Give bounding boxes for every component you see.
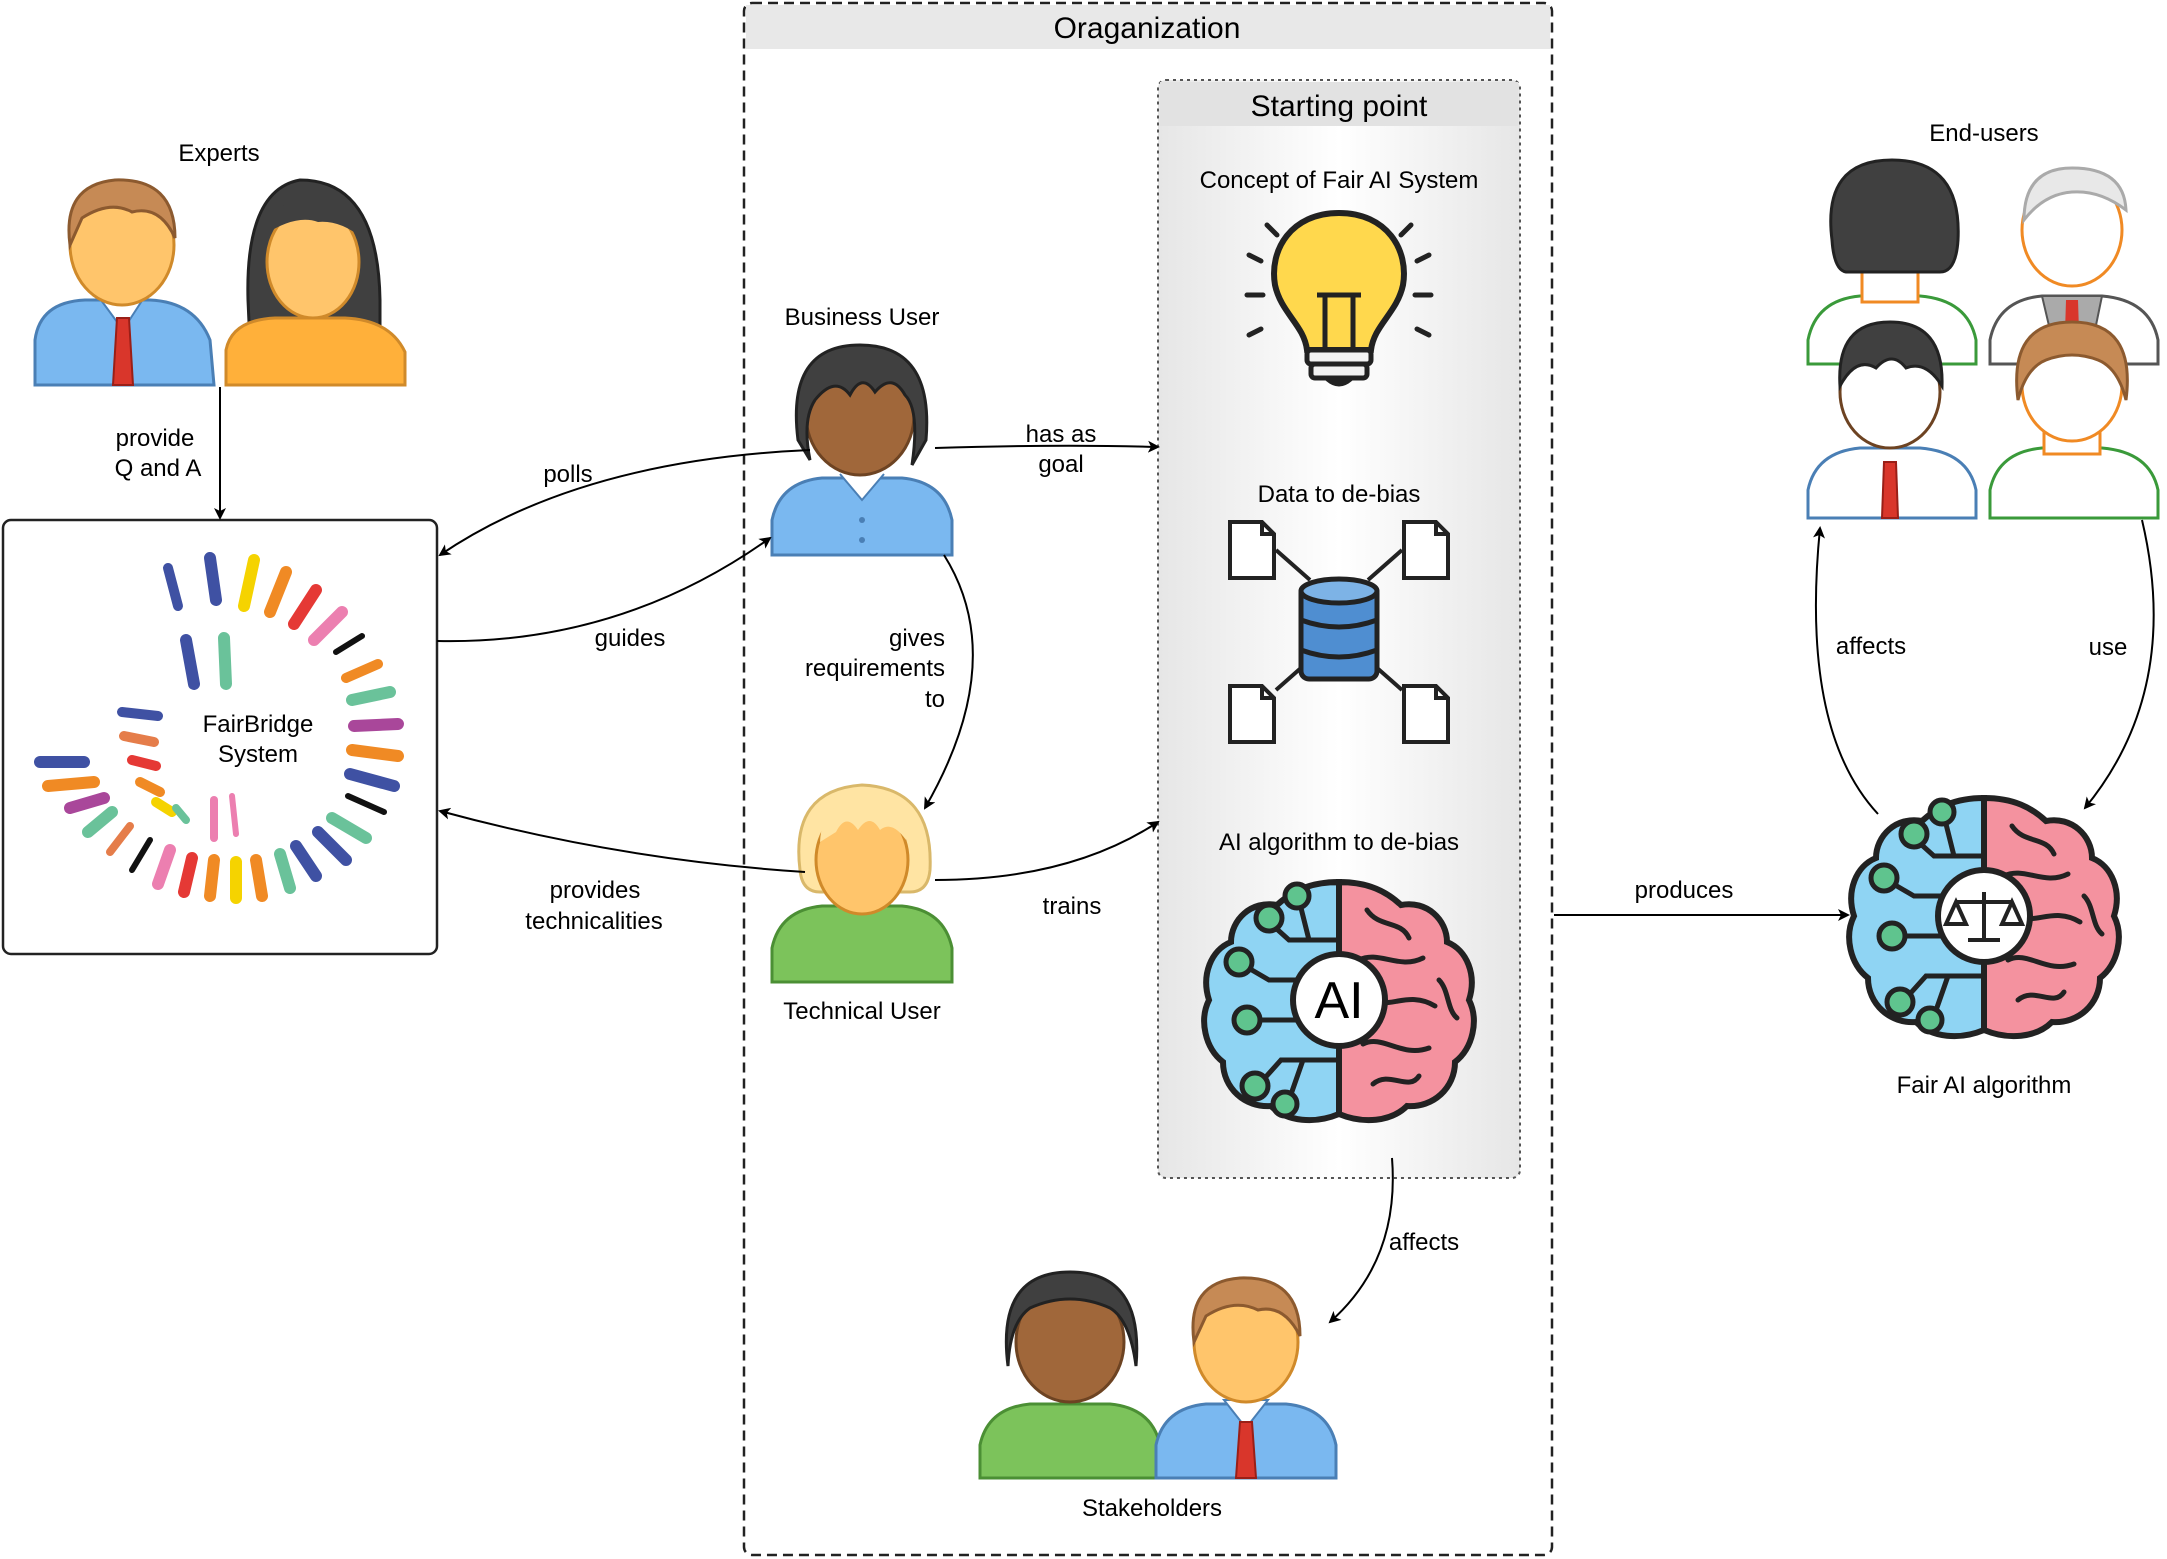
edge-label-provide-2: Q and A	[115, 455, 202, 482]
edge-label-provides-1: provides	[550, 877, 641, 904]
edge-trains	[934, 820, 1160, 881]
edge-label-affects-stakeholders: affects	[1389, 1229, 1459, 1256]
edge-label-req-1: gives	[889, 625, 945, 652]
end-users-label: End-users	[1929, 120, 2038, 147]
fairbridge-label-1: FairBridge	[203, 711, 314, 738]
fairbridge-logo	[34, 552, 404, 904]
edge-affects-endusers	[1813, 526, 1879, 815]
edge-label-trains: trains	[1043, 893, 1102, 920]
database-icon	[1228, 520, 1450, 744]
edge-affects-stakeholders	[1328, 1157, 1394, 1324]
ai-badge: AI	[1314, 972, 1363, 1030]
expert-male-avatar	[33, 178, 216, 387]
edge-polls	[438, 449, 811, 557]
edge-has-as-goal	[934, 440, 1160, 453]
edge-guides	[436, 536, 772, 643]
stakeholder-male-avatar	[1154, 1276, 1338, 1480]
edge-use	[2083, 519, 2155, 810]
concept-label: Concept of Fair AI System	[1200, 167, 1479, 194]
end-users-group	[1806, 158, 2160, 520]
edge-label-guides: guides	[595, 625, 666, 652]
experts-label: Experts	[178, 140, 259, 167]
starting-point-title: Starting point	[1251, 90, 1428, 123]
business-user-label: Business User	[785, 304, 940, 331]
edge-label-provide-1: provide	[116, 425, 195, 452]
data-label: Data to de-bias	[1258, 481, 1421, 508]
edge-label-req-3: to	[925, 686, 945, 713]
edge-label-provides-2: technicalities	[525, 908, 662, 935]
business-user-avatar	[770, 343, 954, 557]
edge-label-req-2: requirements	[805, 655, 945, 682]
ai-algorithm-label: AI algorithm to de-bias	[1219, 829, 1459, 856]
fair-ai-brain-icon	[1849, 798, 2119, 1036]
edge-label-use: use	[2089, 634, 2128, 661]
edge-label-goal-1: has as	[1026, 421, 1097, 448]
fair-ai-label: Fair AI algorithm	[1897, 1072, 2072, 1099]
technical-user-label: Technical User	[783, 998, 940, 1025]
ai-brain-icon: AI	[1204, 882, 1474, 1120]
expert-female-avatar	[224, 178, 407, 387]
fairbridge-label-2: System	[218, 741, 298, 768]
edge-label-polls: polls	[543, 461, 592, 488]
edge-label-affects-endusers: affects	[1836, 633, 1906, 660]
starting-point-panel: Starting point Concept of Fair AI System…	[1157, 79, 1521, 1179]
edge-gives-requirements	[924, 554, 974, 810]
organization-title: Oraganization	[1054, 12, 1241, 45]
technical-user-avatar	[770, 783, 954, 984]
stakeholder-female-avatar	[978, 1270, 1162, 1480]
edge-label-produces: produces	[1635, 877, 1734, 904]
edge-provides-technicalities	[438, 807, 806, 873]
fairbridge-system: FairBridge System	[1, 518, 439, 956]
edges	[214, 387, 2155, 1324]
edge-label-goal-2: goal	[1038, 451, 1083, 478]
scales-icon	[1942, 892, 2026, 942]
stakeholders-label: Stakeholders	[1082, 1495, 1222, 1522]
